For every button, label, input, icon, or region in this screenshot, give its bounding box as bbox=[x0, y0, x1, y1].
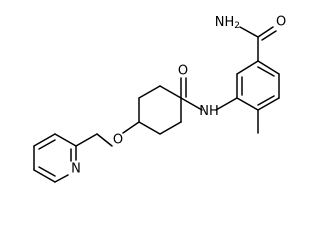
structure-canvas: NH2 O NH O bbox=[33, 14, 287, 183]
cyclohexane-ring bbox=[138, 85, 182, 135]
amide-oxygen-label: O bbox=[178, 64, 188, 79]
carboxamide-nh2-label: NH2 bbox=[215, 15, 240, 32]
ether-linker: O bbox=[75, 121, 140, 148]
benzene-ring bbox=[236, 60, 280, 111]
molecule-diagram: NH2 O NH O bbox=[33, 15, 286, 183]
pyridine-nitrogen-label: N bbox=[71, 162, 81, 177]
amide-nitrogen-label: NH bbox=[199, 104, 219, 119]
pyridine-ring: N bbox=[33, 133, 81, 183]
amide-linker: NH O bbox=[178, 64, 238, 119]
ether-oxygen-label: O bbox=[113, 133, 123, 148]
carboxamide-oxygen-label: O bbox=[276, 15, 286, 30]
carboxamide-group: NH2 O bbox=[215, 15, 286, 62]
